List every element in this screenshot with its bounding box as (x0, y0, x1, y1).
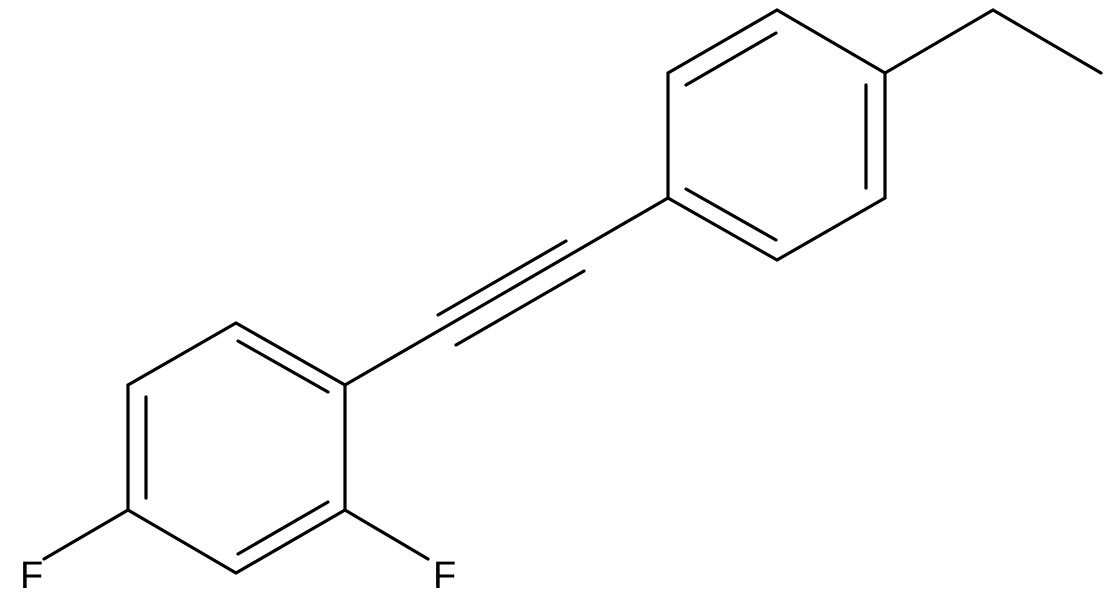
alkyne-triple-bond (343, 196, 670, 387)
bond-ring2-double-a (684, 31, 778, 87)
bond-ring2-double-c (684, 187, 778, 242)
bond-ring1-b (126, 321, 238, 387)
bond-ring1-double-a (236, 339, 330, 394)
bond-ethyl-ch3 (991, 8, 1103, 75)
bond-ring1-e (234, 508, 347, 575)
bond-ring1-double-c (236, 500, 330, 556)
difluorophenyl-ring (126, 321, 347, 575)
bond-ring1-a (234, 321, 347, 387)
atom-label-fluorine-right: F (433, 555, 456, 597)
bond-ring1-d (126, 508, 238, 575)
bond-triple-lower (454, 269, 586, 347)
bond-ethyl-ch2 (883, 8, 995, 75)
bond-c-f-left (42, 508, 130, 561)
bond-ring2-e (775, 196, 887, 262)
bond-ring2-c (775, 8, 887, 75)
bond-ring2-f (666, 196, 779, 262)
bond-c-f-right (343, 508, 430, 561)
ethylphenyl-ring (666, 8, 887, 262)
bond-triple-upper (436, 239, 568, 317)
bond-ring2-b (666, 8, 779, 75)
bond-triple-center (343, 196, 670, 387)
atom-label-fluorine-left: F (20, 555, 43, 597)
